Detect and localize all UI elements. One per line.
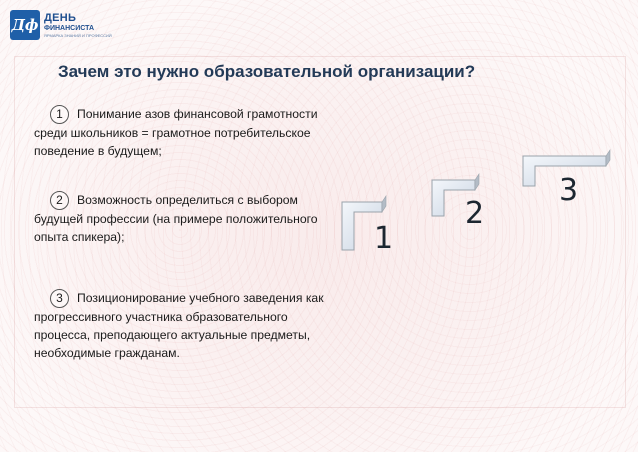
- step-number: 3: [559, 173, 579, 208]
- step-bracket-2: [431, 173, 480, 217]
- logo: Дф ДЕНЬ ФИНАНСИСТА ЯРМАРКА ЗНАНИЙ И ПРОФ…: [10, 8, 112, 42]
- logo-mark: Дф: [10, 10, 40, 40]
- item-text: Понимание азов финансовой грамотности ср…: [34, 107, 318, 158]
- logo-text: ДЕНЬ ФИНАНСИСТА ЯРМАРКА ЗНАНИЙ И ПРОФЕСС…: [44, 11, 112, 38]
- item-number-badge: 1: [50, 105, 69, 124]
- item-number-badge: 2: [50, 191, 69, 210]
- logo-line-1: ДЕНЬ: [44, 11, 77, 24]
- step-bracket-3: [522, 149, 611, 187]
- step-bracket-1: [341, 195, 387, 251]
- item-text: Возможность определиться с выбором будущ…: [34, 193, 318, 244]
- item-text: Позиционирование учебного заведения как …: [34, 291, 324, 360]
- decorative-frame: [14, 56, 626, 408]
- logo-line-3: ЯРМАРКА ЗНАНИЙ И ПРОФЕССИЙ: [44, 32, 112, 38]
- item-number-badge: 3: [50, 289, 69, 308]
- staircase-graphic: [341, 149, 611, 251]
- logo-line-2: ФИНАНСИСТА: [44, 24, 95, 32]
- step-number: 1: [374, 221, 394, 256]
- step-number: 2: [465, 196, 485, 231]
- slide-title: Зачем это нужно образовательной организа…: [58, 62, 476, 81]
